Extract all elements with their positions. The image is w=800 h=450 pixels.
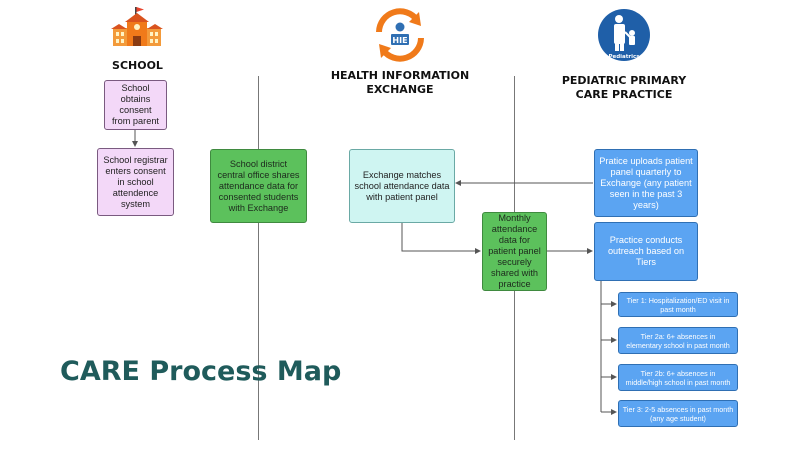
hie-column-title: HEALTH INFORMATION EXCHANGE [330,69,470,96]
page-title: CARE Process Map [60,356,342,387]
tier-2a-box: Tier 2a: 6+ absences in elementary schoo… [618,327,738,354]
pediatrics-icon-label: Pediatrics [608,54,640,60]
lane-divider-left [258,76,259,440]
pediatrician-icon: Pediatrics [598,9,650,61]
panel-upload-box: Pratice uploads patient panel quarterly … [594,149,698,217]
outreach-box: Practice conducts outreach based on Tier… [594,222,698,281]
hie-exchange-icon: HIE [376,8,424,62]
district-box: School district central office shares at… [210,149,307,223]
school-consent-box: School obtains consent from parent [104,80,167,130]
tier-1-box: Tier 1: Hospitalization/ED visit in past… [618,292,738,317]
school-column-title: SCHOOL [112,59,163,72]
practice-column-title: PEDIATRIC PRIMARY CARE PRACTICE [561,74,687,101]
school-building-icon [111,7,163,46]
monthly-data-box: Monthly attendance data for patient pane… [482,212,547,291]
tier-3-box: Tier 3: 2-5 absences in past month (any … [618,400,738,427]
hie-icon-label: HIE [392,36,407,45]
exchange-match-box: Exchange matches school attendance data … [349,149,455,223]
arrow-exchange-to-monthly [401,223,481,254]
tier-2b-box: Tier 2b: 6+ absences in middle/high scho… [618,364,738,391]
registrar-box: School registrar enters consent in schoo… [97,148,174,216]
